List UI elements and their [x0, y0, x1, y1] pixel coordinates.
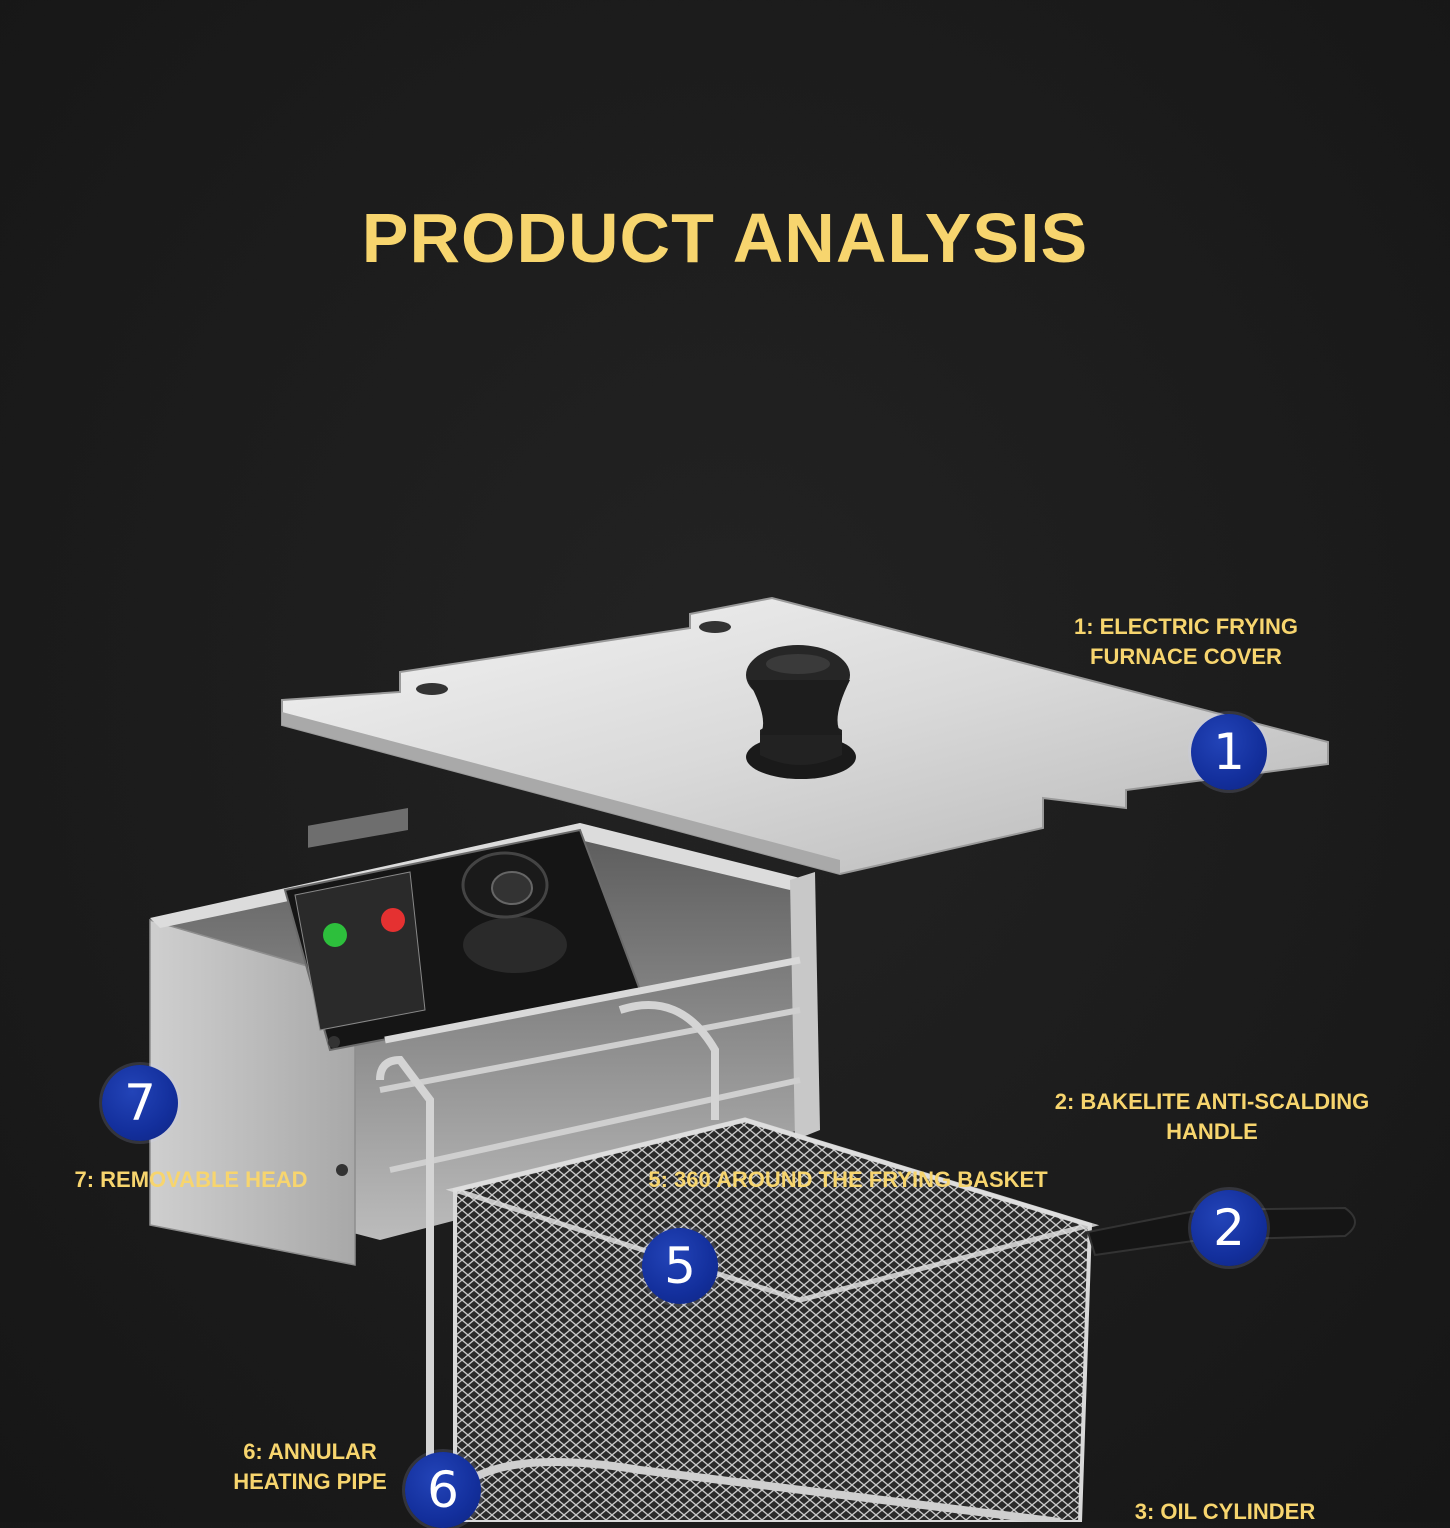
callout-label-2-line1: 2: BAKELITE ANTI-SCALDING — [1054, 1089, 1370, 1114]
callout-label-3-line1: 3: OIL CYLINDER — [1134, 1499, 1316, 1524]
frying-basket — [376, 1001, 1356, 1522]
callout-badge-7: 7 — [102, 1065, 178, 1141]
callout-label-1-line2: FURNACE COVER — [1090, 644, 1282, 669]
callout-label-5-line1: 5: 360 AROUND THE FRYING BASKET — [648, 1167, 1048, 1192]
fryer-lid — [281, 596, 1329, 876]
callout-label-6-line1: 6: ANNULAR — [243, 1439, 377, 1464]
callout-label-7-line1: 7: REMOVABLE HEAD — [74, 1167, 308, 1192]
callout-label-2: 2: BAKELITE ANTI-SCALDING HANDLE — [1032, 1087, 1392, 1147]
lid-knob — [746, 645, 856, 779]
callout-label-1-line1: 1: ELECTRIC FRYING — [1073, 614, 1299, 639]
page-title: PRODUCT ANALYSIS — [361, 199, 1089, 277]
callout-label-6: 6: ANNULAR HEATING PIPE — [210, 1437, 410, 1497]
callout-badge-2: 2 — [1191, 1190, 1267, 1266]
callout-label-5: 5: 360 AROUND THE FRYING BASKET — [628, 1165, 1068, 1195]
callout-badge-5: 5 — [642, 1228, 718, 1304]
heating-pipe — [467, 1458, 1061, 1522]
callout-label-7: 7: REMOVABLE HEAD — [60, 1165, 322, 1195]
callout-label-6-line2: HEATING PIPE — [233, 1469, 387, 1494]
callout-label-1: 1: ELECTRIC FRYING FURNACE COVER — [1046, 612, 1326, 672]
fryer-body — [149, 808, 820, 1266]
callout-label-3: 3: OIL CYLINDER — [1095, 1497, 1355, 1527]
callout-label-2-line2: HANDLE — [1166, 1119, 1258, 1144]
thermostat-dial — [461, 851, 567, 973]
callout-badge-6: 6 — [405, 1452, 481, 1528]
callout-badge-1: 1 — [1191, 714, 1267, 790]
